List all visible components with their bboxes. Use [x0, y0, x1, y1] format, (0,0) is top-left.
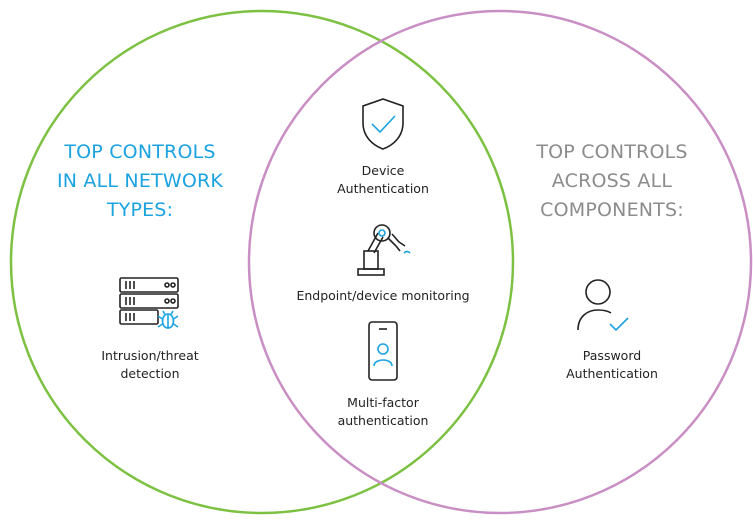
label-line: authentication [337, 413, 429, 428]
left-heading-line: TOP CONTROLS [64, 141, 216, 163]
right-heading-line: ACROSS ALL [551, 170, 673, 192]
label-line: detection [120, 366, 180, 381]
label-line: Intrusion/threat [101, 348, 199, 363]
device-authentication-label: Device Authentication [293, 162, 473, 198]
left-circle [9, 9, 515, 515]
endpoint-monitoring-label: Endpoint/device monitoring [268, 287, 498, 305]
server-bug-icon [119, 277, 179, 329]
label-line: Authentication [337, 181, 429, 196]
intrusion-detection-label: Intrusion/threat detection [60, 347, 240, 383]
right-circle [247, 9, 753, 515]
multi-factor-label: Multi-factor authentication [293, 394, 473, 430]
label-line: Authentication [566, 366, 658, 381]
label-line: Multi-factor [347, 395, 419, 410]
right-heading-line: TOP CONTROLS [536, 141, 688, 163]
right-heading: TOP CONTROLS ACROSS ALL COMPONENTS: [512, 138, 712, 225]
left-heading-line: IN ALL NETWORK [56, 170, 224, 192]
user-check-icon [577, 279, 629, 332]
left-heading-line: TYPES: [106, 199, 174, 221]
phone-user-icon [368, 321, 398, 381]
robot-arm-icon [357, 224, 411, 276]
password-authentication-label: Password Authentication [512, 347, 712, 383]
label-line: Endpoint/device monitoring [296, 288, 470, 303]
label-line: Password [582, 348, 642, 363]
shield-check-icon [362, 98, 404, 150]
right-heading-line: COMPONENTS: [540, 199, 684, 221]
left-heading: TOP CONTROLS IN ALL NETWORK TYPES: [40, 138, 240, 225]
label-line: Device [361, 163, 405, 178]
